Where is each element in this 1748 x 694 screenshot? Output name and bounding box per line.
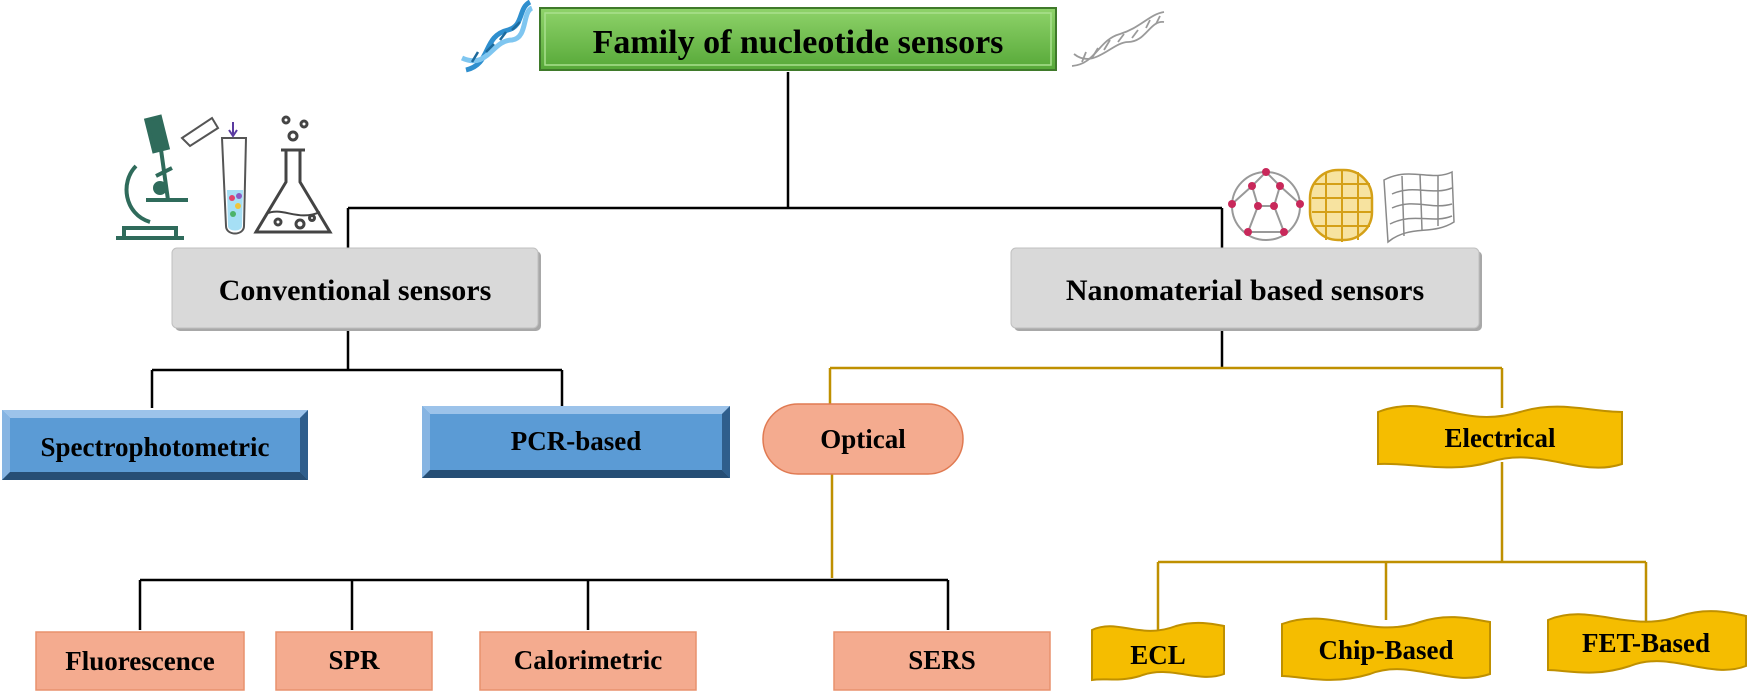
test-tube-icon xyxy=(180,116,248,235)
fet-based-label: FET-Based xyxy=(1582,628,1710,658)
electrical-label: Electrical xyxy=(1445,423,1556,453)
connectors-gold xyxy=(828,366,1648,630)
sers-label: SERS xyxy=(908,645,976,675)
calorimetric-label: Calorimetric xyxy=(514,645,662,675)
nanomaterial-label: Nanomaterial based sensors xyxy=(1066,274,1424,307)
calorimetric-node: Calorimetric xyxy=(479,631,697,691)
chip-based-label: Chip-Based xyxy=(1318,635,1453,665)
dna-helix-sketch-icon xyxy=(1071,11,1165,67)
nanotube-icon xyxy=(1308,168,1374,242)
sers-node: SERS xyxy=(833,631,1051,691)
conventional-label: Conventional sensors xyxy=(219,274,492,307)
microscope-icon xyxy=(116,114,188,240)
nanomaterial-connector xyxy=(828,366,1504,408)
electrical-node: Electrical xyxy=(1377,405,1623,469)
connectors-black xyxy=(138,72,1224,630)
optical-children-connector xyxy=(138,578,950,630)
dna-helix-icon xyxy=(460,0,534,73)
pcr-based-label: PCR-based xyxy=(511,426,642,456)
fet-based-node: FET-Based xyxy=(1547,610,1747,674)
flask-icon xyxy=(253,115,333,234)
root-label: Family of nucleotide sensors xyxy=(593,24,1004,61)
pcr-based-node: PCR-based xyxy=(422,406,730,478)
spr-label: SPR xyxy=(328,645,380,675)
fluorescence-node: Fluorescence xyxy=(35,631,245,691)
conventional-node: Conventional sensors xyxy=(171,247,541,331)
root-connector xyxy=(346,72,1224,250)
spectrophotometric-node: Spectrophotometric xyxy=(2,410,308,480)
graphene-sheet-icon xyxy=(1383,170,1455,244)
optical-node: Optical xyxy=(762,403,964,475)
chip-based-node: Chip-Based xyxy=(1281,616,1491,681)
root-node: Family of nucleotide sensors xyxy=(539,7,1057,71)
ecl-label: ECL xyxy=(1130,640,1186,670)
ecl-node: ECL xyxy=(1091,621,1225,682)
conventional-connector xyxy=(150,330,564,408)
spectrophotometric-label: Spectrophotometric xyxy=(41,432,270,462)
spr-node: SPR xyxy=(275,631,433,691)
fullerene-icon xyxy=(1228,168,1304,241)
electrical-connector xyxy=(1156,462,1648,630)
nanomaterial-node: Nanomaterial based sensors xyxy=(1010,247,1482,331)
fluorescence-label: Fluorescence xyxy=(65,646,214,676)
optical-label: Optical xyxy=(820,424,906,454)
